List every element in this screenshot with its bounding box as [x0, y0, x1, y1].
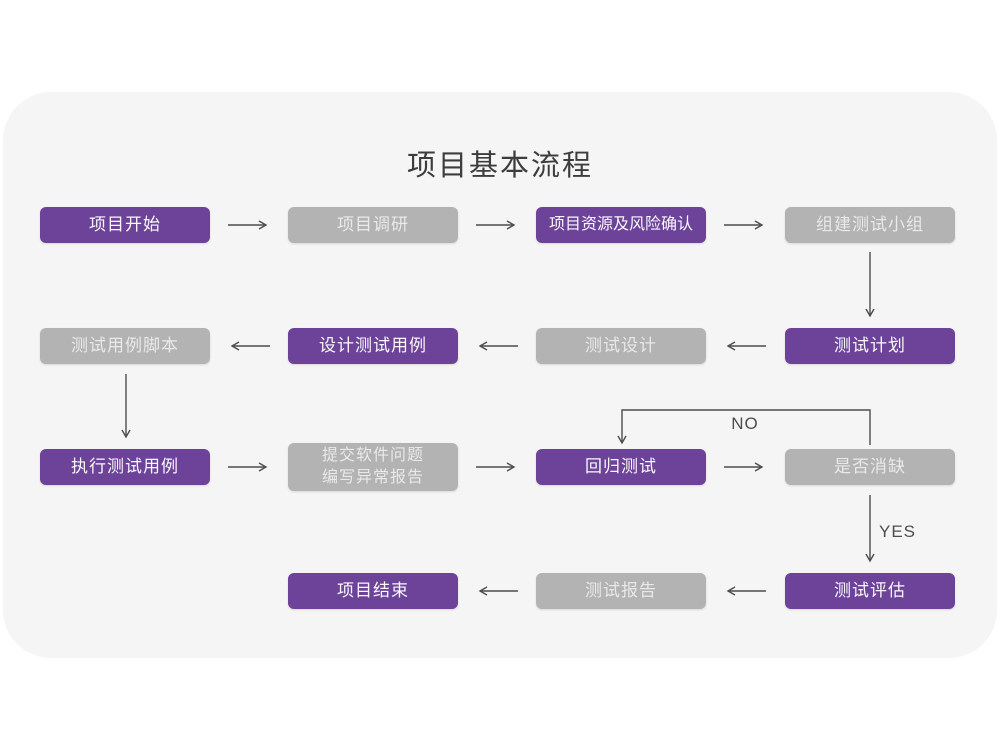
- flow-node-test-report: 测试报告: [536, 573, 706, 609]
- diagram-title: 项目基本流程: [406, 150, 593, 182]
- flow-node-resources-risk: 项目资源及风险确认: [536, 207, 706, 243]
- flow-node-defect-cleared: 是否消缺: [785, 449, 955, 485]
- flow-node-project-start: 项目开始: [40, 207, 210, 243]
- branch-label-no: NO: [731, 414, 759, 433]
- flow-node-build-test-team: 组建测试小组: [785, 207, 955, 243]
- flow-node-submit-issue-report: 提交软件问题 编写异常报告: [288, 443, 458, 491]
- flow-node-test-plan: 测试计划: [785, 328, 955, 364]
- flow-node-test-design: 测试设计: [536, 328, 706, 364]
- flowchart-card-background: [3, 92, 997, 658]
- flow-node-execute-test-cases: 执行测试用例: [40, 449, 210, 485]
- flow-node-test-evaluation: 测试评估: [785, 573, 955, 609]
- flow-node-project-research: 项目调研: [288, 207, 458, 243]
- flow-node-design-test-cases: 设计测试用例: [288, 328, 458, 364]
- flow-node-regression-test: 回归测试: [536, 449, 706, 485]
- branch-label-yes: YES: [879, 522, 917, 541]
- flow-node-project-end: 项目结束: [288, 573, 458, 609]
- flow-node-test-case-script: 测试用例脚本: [40, 328, 210, 364]
